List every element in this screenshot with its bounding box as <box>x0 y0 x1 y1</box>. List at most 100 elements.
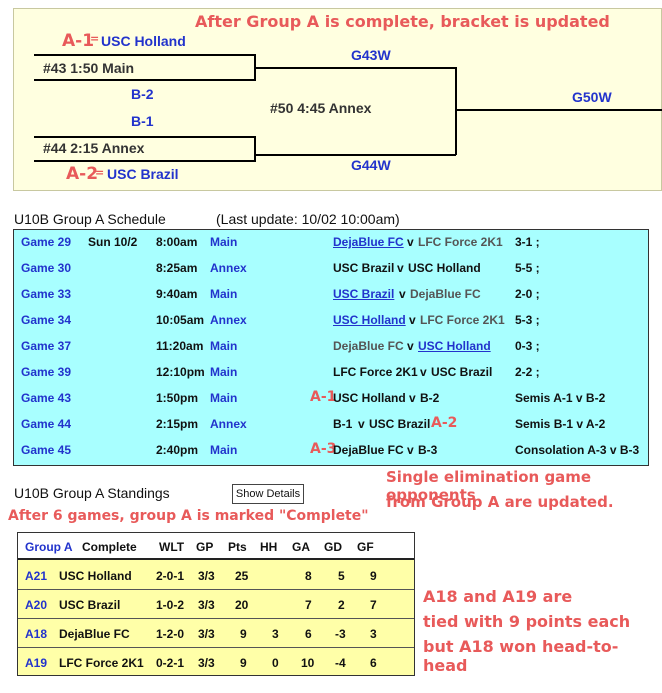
game-result: 2-0 ; <box>515 287 540 301</box>
home-team: USC Brazil <box>333 261 395 275</box>
game-number: Game 34 <box>21 313 72 327</box>
team-hh: 0 <box>272 656 279 670</box>
equals-mark: = <box>95 166 105 179</box>
home-team-link[interactable]: USC Holland <box>333 313 406 327</box>
header-gf: GF <box>357 540 374 554</box>
home-team-link[interactable]: USC Brazil <box>333 287 395 301</box>
team-gf: 6 <box>370 656 377 670</box>
standings-row: A21 USC Holland 2-0-1 3/3 25 8 5 9 <box>18 562 414 590</box>
bracket-line <box>254 136 256 162</box>
bracket-line <box>256 154 456 156</box>
show-details-button[interactable]: Show Details <box>232 484 304 504</box>
home-team: DejaBlue FC <box>333 339 404 353</box>
away-team: B-2 <box>420 391 440 405</box>
bracket-annotation: After Group A is complete, bracket is up… <box>195 12 610 31</box>
team-id[interactable]: A21 <box>25 569 48 583</box>
bracket-g44w: G44W <box>351 157 391 173</box>
team-ga: 10 <box>301 656 315 670</box>
game-field[interactable]: Main <box>210 365 238 379</box>
game-field[interactable]: Main <box>210 287 238 301</box>
tie-note-1: A18 and A19 are <box>423 587 573 606</box>
bracket-b2: B-2 <box>131 86 154 102</box>
team-name: USC Holland <box>59 569 132 583</box>
game-number: Game 37 <box>21 339 72 353</box>
versus: v <box>407 443 414 457</box>
game-field[interactable]: Annex <box>210 261 247 275</box>
game-field[interactable]: Main <box>210 391 238 405</box>
team-name: LFC Force 2K1 <box>59 656 144 670</box>
bracket-g43w: G43W <box>351 47 391 63</box>
game-result: 3-1 ; <box>515 235 540 249</box>
game-time: 11:20am <box>156 339 204 353</box>
header-pts: Pts <box>228 540 247 554</box>
team-id[interactable]: A18 <box>25 627 48 641</box>
annotation-a2: A-2 <box>66 164 99 184</box>
annotation-a3-row: A-3 <box>310 441 337 457</box>
team-wlt: 0-2-1 <box>156 656 185 670</box>
game-time: 12:10pm <box>156 365 205 379</box>
team-wlt: 1-2-0 <box>156 627 185 641</box>
game-time: 2:15pm <box>156 417 199 431</box>
versus: v <box>420 365 427 379</box>
game-field[interactable]: Annex <box>210 417 247 431</box>
complete-note: After 6 games, group A is marked "Comple… <box>8 508 369 524</box>
header-gp: GP <box>196 540 214 554</box>
bracket-g50w: G50W <box>572 89 612 105</box>
game-field[interactable]: Main <box>210 443 238 457</box>
game-result: Consolation A-3 v B-3 <box>515 443 640 457</box>
bracket-line <box>34 54 256 56</box>
annotation-a1: A-1 <box>62 31 95 51</box>
team-id[interactable]: A20 <box>25 598 48 612</box>
home-team-link[interactable]: DejaBlue FC <box>333 235 404 249</box>
game-number: Game 45 <box>21 443 72 457</box>
home-team: USC Holland <box>333 391 406 405</box>
team-gd: 5 <box>338 569 345 583</box>
game-result: 5-5 ; <box>515 261 540 275</box>
game-time: 10:05am <box>156 313 205 327</box>
bracket-game-43: #43 1:50 Main <box>43 60 135 76</box>
away-team: USC Brazil <box>369 417 431 431</box>
team-gf: 3 <box>370 627 377 641</box>
game-time: 8:00am <box>156 235 198 249</box>
game-time: 8:25am <box>156 261 198 275</box>
game-number: Game 43 <box>21 391 72 405</box>
bracket-line <box>455 67 457 155</box>
bracket-line <box>34 79 256 81</box>
team-pts: 9 <box>240 656 247 670</box>
single-elim-note-1: Single elimination game opponents <box>386 468 592 504</box>
team-name: USC Brazil <box>59 598 121 612</box>
team-gp: 3/3 <box>198 569 215 583</box>
game-number: Game 30 <box>21 261 72 275</box>
tie-note-3: but A18 won head-to-head <box>423 637 619 675</box>
game-result: 0-3 ; <box>515 339 540 353</box>
versus: v <box>409 313 416 327</box>
bracket-bottom-team: USC Brazil <box>107 166 179 182</box>
team-gp: 3/3 <box>198 627 215 641</box>
standings-table: Group A Complete WLT GP Pts HH GA GD GF … <box>17 532 415 676</box>
home-team: DejaBlue FC <box>333 443 404 457</box>
bracket-b1: B-1 <box>131 113 154 129</box>
away-team-link[interactable]: USC Holland <box>418 339 491 353</box>
game-field[interactable]: Main <box>210 339 238 353</box>
bracket-game-44: #44 2:15 Annex <box>43 140 145 156</box>
bracket-line <box>254 54 256 81</box>
header-ga: GA <box>292 540 310 554</box>
versus: v <box>407 339 414 353</box>
team-wlt: 2-0-1 <box>156 569 185 583</box>
away-team: DejaBlue FC <box>410 287 481 301</box>
header-status: Complete <box>82 540 137 554</box>
standings-row: A18 DejaBlue FC 1-2-0 3/3 9 3 6 -3 3 <box>18 620 414 648</box>
team-gd: -3 <box>335 627 346 641</box>
team-gf: 9 <box>370 569 377 583</box>
game-result: Semis A-1 v B-2 <box>515 391 606 405</box>
versus: v <box>409 391 416 405</box>
team-pts: 9 <box>240 627 247 641</box>
away-team: LFC Force 2K1 <box>420 313 505 327</box>
game-field[interactable]: Annex <box>210 313 247 327</box>
team-id[interactable]: A19 <box>25 656 48 670</box>
schedule-table: Game 29 Sun 10/2 8:00am Main DejaBlue FC… <box>13 229 649 466</box>
header-group: Group A <box>25 540 73 554</box>
single-elim-note-2: from Group A are updated. <box>386 493 614 511</box>
bracket-line <box>256 67 456 69</box>
game-field[interactable]: Main <box>210 235 238 249</box>
